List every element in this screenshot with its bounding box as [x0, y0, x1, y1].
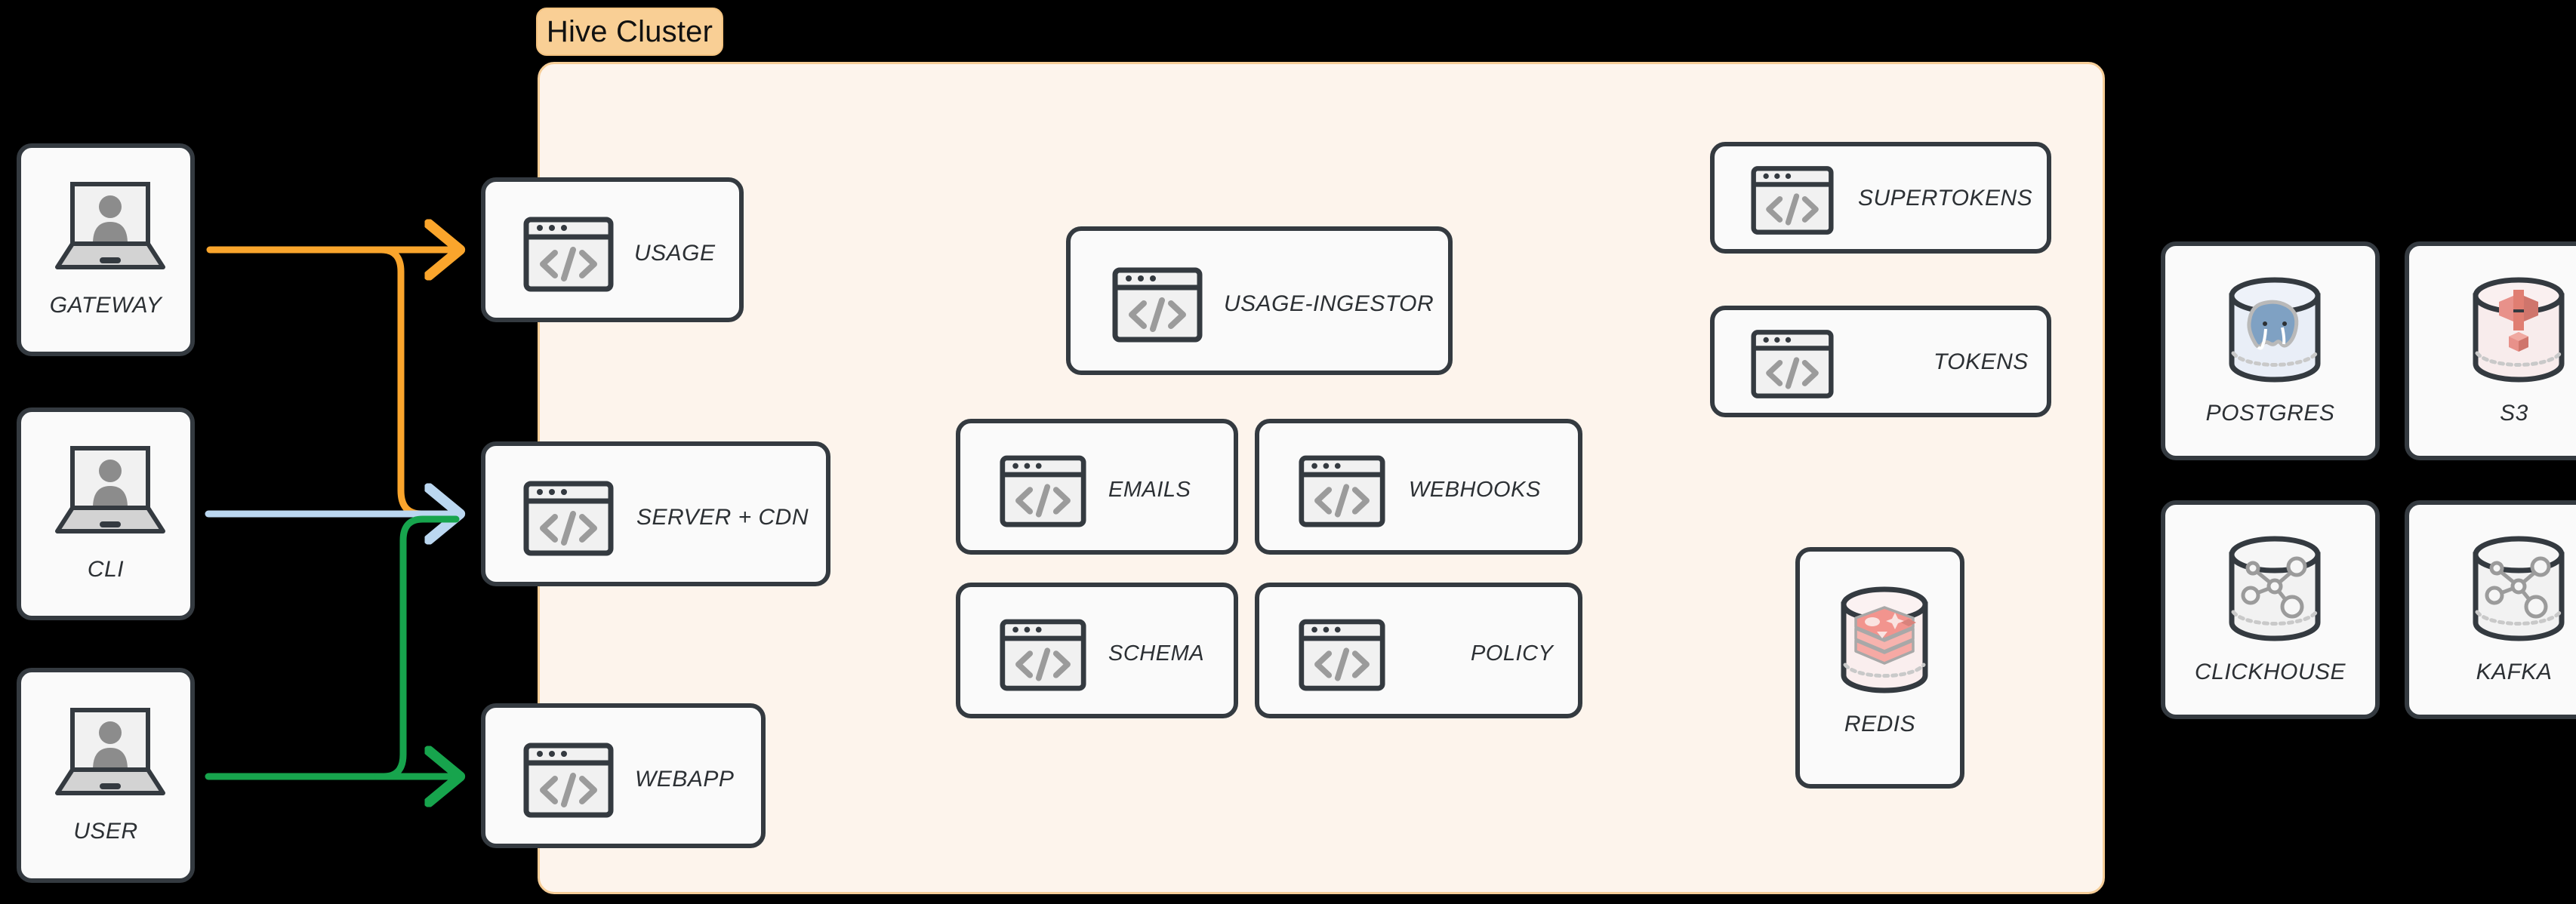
code-window-icon: [523, 743, 614, 818]
edge-user-to-server-cdn: [374, 515, 460, 780]
datastore-node-clickhouse[interactable]: CLICKHOUSE: [2161, 500, 2380, 719]
datastore-label-postgres: POSTGRES: [2205, 401, 2335, 426]
datastore-label-clickhouse: CLICKHOUSE: [2194, 660, 2346, 684]
code-window-icon: [523, 217, 614, 292]
code-window-icon: [1112, 267, 1203, 343]
client-node-cli[interactable]: CLI: [17, 407, 195, 620]
datastore-node-redis[interactable]: REDIS: [1795, 547, 1964, 789]
code-window-icon: [1751, 165, 1834, 236]
datastore-label-s3: S3: [2500, 401, 2528, 426]
service-node-schema[interactable]: SCHEMA: [956, 583, 1238, 718]
datastore-node-kafka[interactable]: KAFKA: [2405, 500, 2576, 719]
datastore-node-s3[interactable]: S3: [2405, 241, 2576, 460]
service-label-webapp: WEBAPP: [635, 767, 735, 792]
code-window-icon: [1299, 619, 1385, 691]
service-label-tokens: TOKENS: [1934, 349, 2029, 374]
code-window-icon: [1751, 328, 1834, 400]
graph-cylinder-icon: [2464, 532, 2574, 647]
service-label-webhooks: WEBHOOKS: [1409, 478, 1541, 502]
edge-gateway-to-server-cdn: [351, 246, 460, 518]
service-node-usage-ingestor[interactable]: USAGE-INGESTOR: [1066, 226, 1453, 375]
service-label-policy: POLICY: [1471, 641, 1554, 666]
laptop-user-icon: [50, 704, 171, 804]
s3-cylinder-icon: [2464, 273, 2574, 388]
code-window-icon: [1000, 619, 1086, 691]
code-window-icon: [1000, 455, 1086, 527]
service-label-schema: SCHEMA: [1108, 641, 1205, 666]
client-label-gateway: GATEWAY: [49, 293, 162, 318]
service-label-usage-ingestor: USAGE-INGESTOR: [1224, 291, 1434, 316]
client-label-cli: CLI: [87, 557, 125, 582]
code-window-icon: [523, 481, 614, 556]
client-node-user[interactable]: USER: [17, 668, 195, 883]
graph-cylinder-icon: [2220, 532, 2330, 647]
laptop-user-icon: [50, 178, 171, 278]
client-label-user: USER: [73, 819, 138, 844]
service-label-usage: USAGE: [634, 241, 716, 266]
service-node-supertokens[interactable]: SUPERTOKENS: [1710, 142, 2051, 254]
service-label-server-cdn: SERVER + CDN: [636, 505, 809, 530]
service-label-supertokens: SUPERTOKENS: [1858, 186, 2033, 211]
datastore-node-postgres[interactable]: POSTGRES: [2161, 241, 2380, 460]
postgres-cylinder-icon: [2220, 273, 2330, 388]
service-node-policy[interactable]: POLICY: [1255, 583, 1582, 718]
service-node-tokens[interactable]: TOKENS: [1710, 306, 2051, 417]
service-node-webhooks[interactable]: WEBHOOKS: [1255, 419, 1582, 555]
service-node-webapp[interactable]: WEBAPP: [481, 703, 766, 848]
datastore-label-kafka: KAFKA: [2476, 660, 2553, 684]
service-node-usage[interactable]: USAGE: [481, 177, 744, 322]
service-label-emails: EMAILS: [1108, 478, 1191, 502]
service-node-emails[interactable]: EMAILS: [956, 419, 1238, 555]
hive-cluster-badge: Hive Cluster: [536, 8, 723, 56]
redis-cylinder-icon: [1835, 583, 1934, 696]
laptop-user-icon: [50, 442, 171, 542]
service-node-server-cdn[interactable]: SERVER + CDN: [481, 441, 830, 586]
datastore-label-redis: REDIS: [1844, 712, 1916, 736]
code-window-icon: [1299, 455, 1385, 527]
client-node-gateway[interactable]: GATEWAY: [17, 143, 195, 356]
